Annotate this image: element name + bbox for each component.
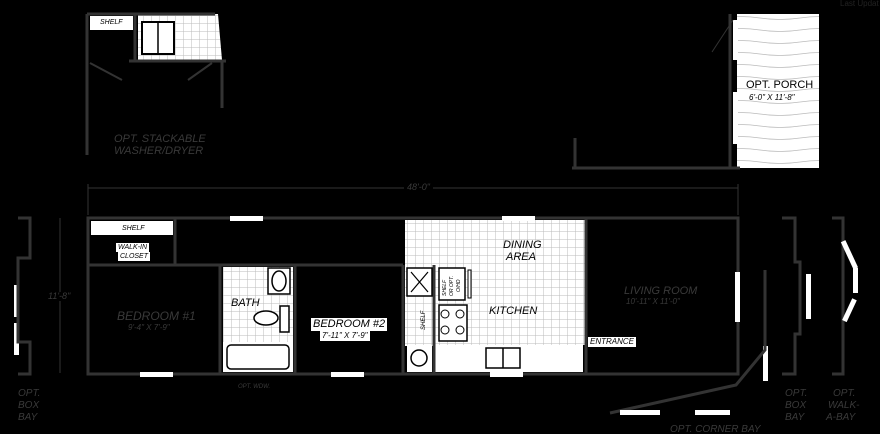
kitchen-fixtures — [406, 267, 521, 372]
box-bay-left-line2: BOX — [18, 400, 40, 411]
corner-bay-windows — [620, 240, 859, 415]
bedroom2-name: BEDROOM #2 — [311, 318, 388, 331]
width-dimension-label: 11'-8" — [48, 291, 71, 301]
living-room-size: 10'-11" X 11'-0" — [626, 297, 680, 306]
bath-fixtures — [223, 267, 293, 372]
box-bay-left-line1: OPT. — [18, 388, 41, 399]
box-bay-right-line2: BOX — [785, 400, 807, 411]
length-dimension-label: 48'-0" — [404, 183, 433, 192]
dining-label-line2: AREA — [506, 251, 536, 263]
walk-in-closet-label-line2: CLOSET — [118, 252, 151, 261]
porch-name: OPT. PORCH — [746, 79, 814, 91]
last-updated-label: Last Updat — [840, 0, 879, 8]
box-bay-right-line1: OPT. — [785, 388, 808, 399]
bedroom1-size: 9'-4" X 7'-9" — [128, 323, 170, 332]
corner-bay-label: OPT. CORNER BAY — [670, 424, 761, 435]
entrance-label: ENTRANCE — [588, 337, 637, 347]
kitchen-shelf-opt-label-3: O/HD — [456, 279, 462, 293]
bath-label: BATH — [231, 297, 260, 309]
kitchen-label: KITCHEN — [489, 305, 538, 317]
opt-washer-dryer — [85, 12, 226, 155]
walk-a-bay-line2: WALK- — [828, 400, 860, 411]
washer-dryer-shelf-label: SHELF — [100, 19, 123, 26]
kitchen-shelf-opt-label-1: SHELF — [442, 279, 448, 296]
kitchen-shelf-label: SHELF — [421, 310, 427, 330]
dining-label-line1: DINING — [503, 239, 542, 251]
washer-dryer-label-line2: WASHER/DRYER — [114, 145, 204, 157]
living-room-name: LIVING ROOM — [624, 285, 698, 297]
walk-a-bay-line3: A-BAY — [826, 412, 856, 423]
bottom-border — [0, 434, 880, 446]
opt-window-label: OPT. WDW. — [238, 384, 271, 390]
bedroom2-size: 7'-11" X 7'-9" — [320, 331, 370, 341]
walk-in-closet-label-line1: WALK-IN — [116, 243, 150, 252]
bedroom1-name: BEDROOM #1 — [117, 309, 196, 323]
washer-dryer-label-line1: OPT. STACKABLE — [114, 133, 206, 145]
walk-a-bay-line1: OPT. — [833, 388, 856, 399]
opt-bays — [16, 216, 845, 415]
kitchen-shelf-opt-label-2: OR OPT. — [449, 275, 455, 296]
opt-porch — [572, 14, 819, 170]
porch-size: 6'-0" X 11'-8" — [749, 93, 795, 102]
box-bay-left-line3: BAY — [18, 412, 38, 423]
shelf-label: SHELF — [122, 225, 145, 232]
shelf — [91, 221, 173, 235]
box-bay-right-line3: BAY — [785, 412, 805, 423]
